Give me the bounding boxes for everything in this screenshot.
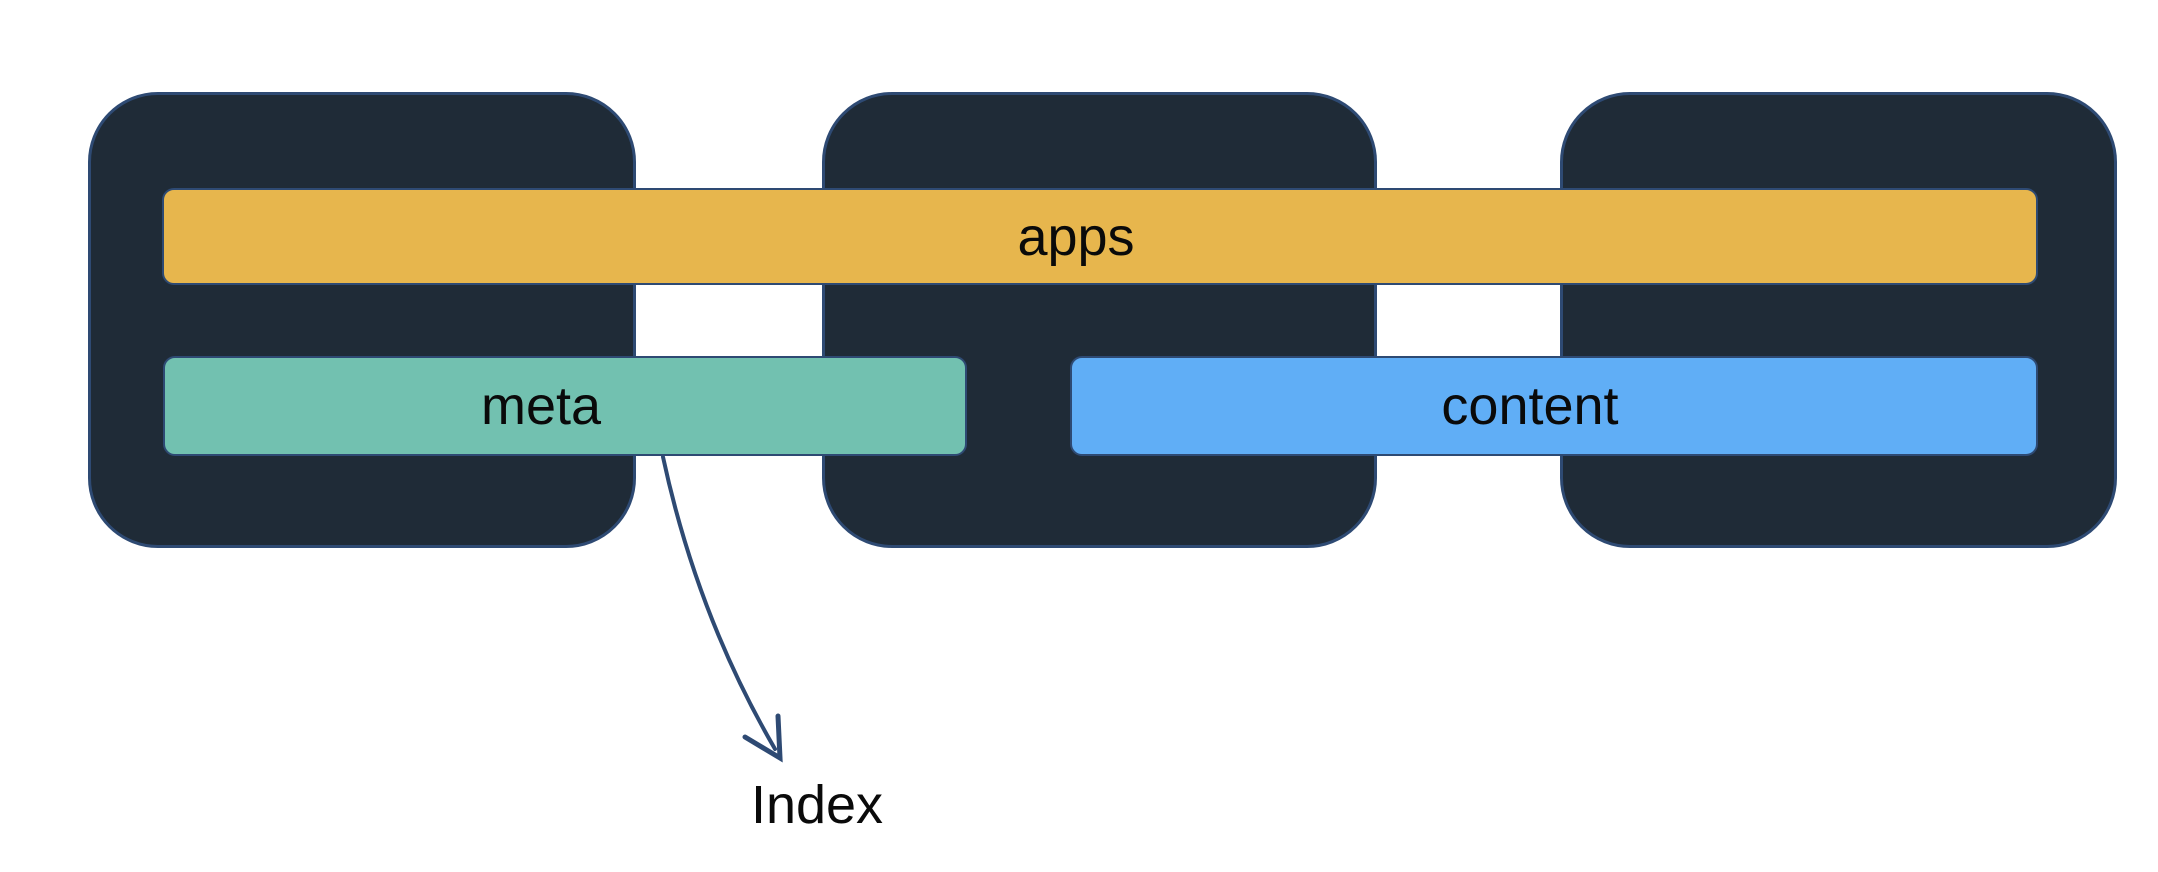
cluster-box-middle — [822, 92, 1377, 548]
index-arrow-shaft — [661, 455, 777, 751]
cluster-box-right — [1560, 92, 2117, 548]
index-arrow-head — [742, 713, 783, 763]
cluster-box-left — [88, 92, 636, 548]
content-bar: content — [1070, 356, 2038, 456]
meta-bar: meta — [163, 356, 967, 456]
apps-bar: apps — [162, 188, 2038, 285]
index-annotation-label: Index — [750, 775, 884, 835]
apps-bar-label: apps — [1017, 206, 1135, 267]
content-bar-label: content — [1441, 376, 1619, 436]
meta-bar-label: meta — [480, 376, 602, 436]
